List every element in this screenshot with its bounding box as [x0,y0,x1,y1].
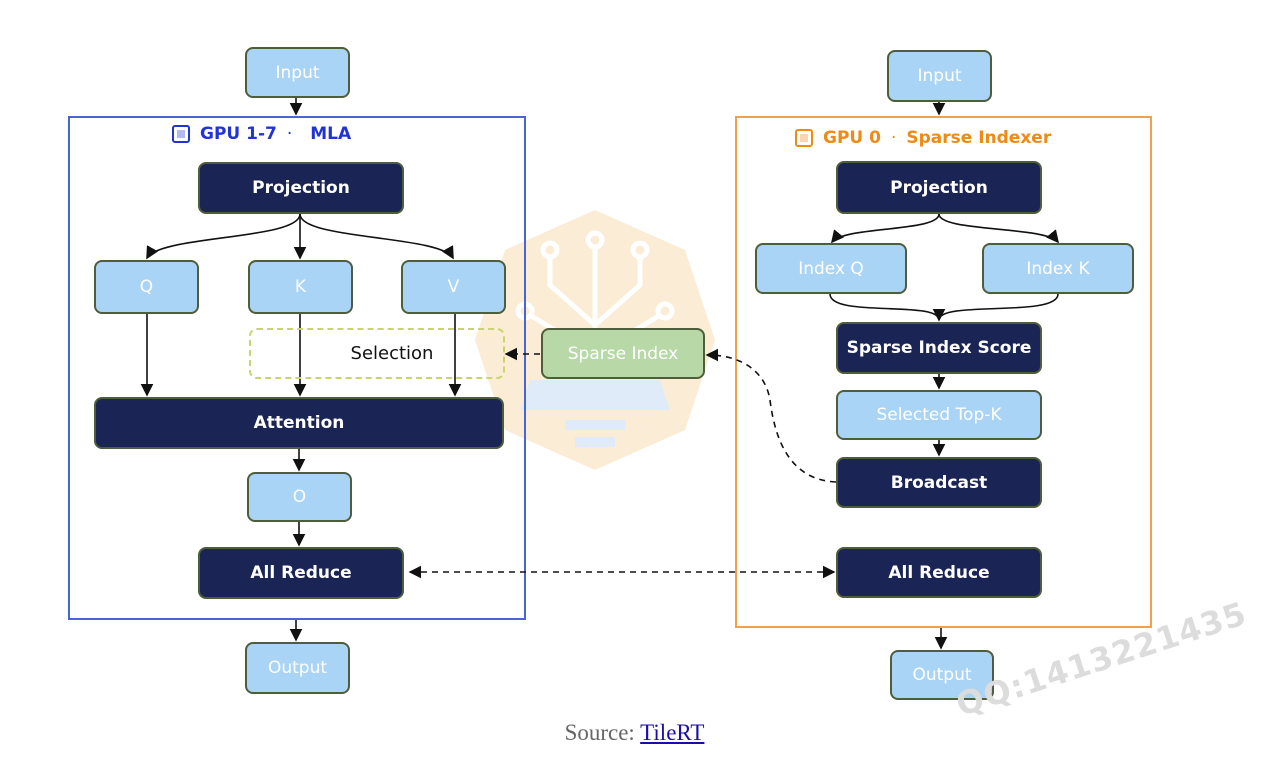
sparse-index-node: Sparse Index [541,328,705,379]
left-title-separator: · [286,124,293,144]
q-node: Q [94,260,199,314]
source-caption: Source: TileRT [0,720,1269,746]
right-title-separator: · [890,128,897,148]
right-input-node: Input [887,50,992,102]
arrow-proj-to-indexq [830,213,940,244]
right-title-gpu: GPU 0 [823,128,881,148]
right-all-reduce-node: All Reduce [836,547,1042,598]
arrow-proj-to-indexk [938,213,1060,244]
broadcast-node: Broadcast [836,457,1042,508]
v-node: V [401,260,506,314]
selection-node: Selection [249,328,505,379]
right-projection-node: Projection [836,161,1042,214]
selected-top-k-node: Selected Top-K [836,390,1042,440]
right-gpu-frame [735,116,1152,628]
left-all-reduce-node: All Reduce [198,547,404,599]
left-gpu-frame [68,116,526,620]
arrow-proj-to-q [146,213,301,260]
chip-icon [172,125,190,143]
arrow-indexq-to-score [829,293,946,322]
left-panel-title: GPU 1-7 · MLA [172,124,351,144]
left-title-name: MLA [310,124,352,144]
left-title-gpu: GPU 1-7 [200,124,277,144]
tilert-link[interactable]: TileRT [640,720,705,745]
caption-prefix: Source: [564,720,635,745]
arrow-broadcast-to-sparse-index [705,348,837,483]
right-panel-title: GPU 0 · Sparse Indexer [795,128,1051,148]
arrow-indexk-to-score [938,293,1059,321]
o-node: O [247,472,352,522]
right-output-node: Output [890,650,994,700]
arrow-proj-to-v [299,213,454,260]
left-input-node: Input [245,47,350,98]
left-projection-node: Projection [198,162,404,214]
index-q-node: Index Q [755,243,907,294]
attention-node: Attention [94,397,504,449]
index-k-node: Index K [982,243,1134,294]
chip-icon [795,129,813,147]
k-node: K [248,260,353,314]
sparse-index-score-node: Sparse Index Score [836,322,1042,374]
right-title-name: Sparse Indexer [906,128,1052,148]
left-output-node: Output [245,642,350,694]
